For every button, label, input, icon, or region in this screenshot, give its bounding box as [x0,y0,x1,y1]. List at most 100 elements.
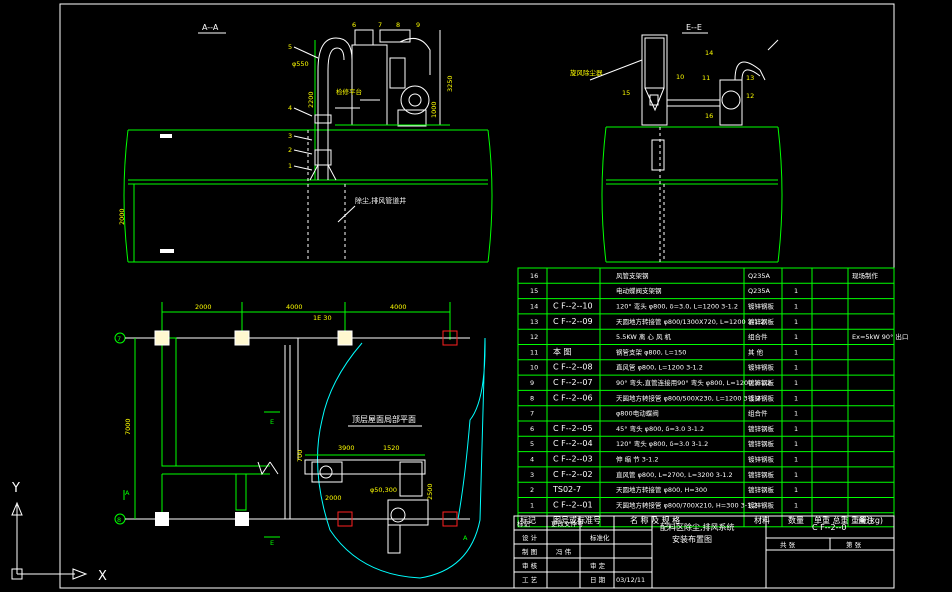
plan-view: 2000 4000 4000 1E 30 7 8 7000 E E [114,302,486,579]
dim-left: 7000 [124,418,132,435]
bom-no: 12 [530,333,538,341]
drawing-border [59,3,895,589]
bom-no: 14 [530,303,538,311]
bom-name: 120° 弯头 φ800, δ=3.0 3-1.2 [616,439,708,448]
bom-qty: 1 [794,425,798,433]
bom-drawing: 本 图 [553,346,572,356]
bom-drawing: C F--2--06 [553,393,593,402]
tb-design: 设 计 [522,533,538,542]
bom-drawing: C F--2--01 [553,500,593,509]
dim-top-3: 4000 [390,303,407,311]
bom-name: 天圆地方转接管 φ800/1300X720, L=1200 3-1.2 [616,317,764,326]
dim-height-3250: 3250 [446,75,454,92]
dim-mid-1: 3900 [338,444,355,452]
bom-name: 5.5KW 离 心 风 机 [616,332,672,341]
bom-frame [517,267,895,528]
bom-header-cell: 备注 [858,515,874,525]
aa-part-8: 8 [396,21,400,29]
tb-date-label: 日 期 [590,576,606,584]
mark-e-top: E [270,418,274,426]
bom-drawing: C F--2--07 [553,378,593,387]
bom-qty: 1 [794,440,798,448]
bom-qty: 1 [794,379,798,387]
bom-drawing: C F--2--04 [553,439,593,448]
mark-a-left: A [125,489,130,497]
ee-part-14: 14 [705,49,713,57]
bom-material: 镀锌钢板 [748,439,775,448]
dim-top-1: 2000 [195,303,212,311]
bom-name: 天圆地方转接管 φ800, H=300 [616,485,707,494]
dim-phi: φ50,300 [370,486,397,494]
ee-part-12: 12 [746,92,754,100]
bom-drawing: C F--2--05 [553,424,593,433]
bom-name: 天圆地方转接管 φ800/700X210, H=300 3-1.2 [616,500,757,509]
bom-material: 镀锌钢板 [748,500,775,509]
tb-drawn-name: 冯 伟 [556,547,572,556]
section-aa-view: A--A 2000 除尘,排风管道井 [118,21,493,263]
bom-no: 2 [530,486,534,494]
duct-shaft-label: 除尘,排风管道井 [355,196,406,205]
bom-name: 直风管 φ800, L=1200 3-1.2 [616,363,703,372]
bom-no: 7 [530,410,534,418]
bom-material: 组合件 [748,409,768,418]
mark-a-right: A [463,534,468,542]
bom-no: 5 [530,440,534,448]
bom-name: 45° 弯头 φ800, δ=3.0 3-1.2 [616,424,704,433]
axis-7: 7 [117,335,121,343]
bom-material: Q235A [748,287,771,295]
bom-name: 伸 缩 节 3-1.2 [616,455,659,464]
bom-qty: 1 [794,287,798,295]
bom-material: Q235A [748,272,771,280]
tb-drawn: 制 图 [522,547,537,556]
bom-no: 13 [530,318,538,326]
tb-process: 工 艺 [522,576,538,584]
aa-part-2: 2 [288,146,292,154]
bom-header-cell: 材料 [754,515,770,525]
bom-drawing: TS02-7 [552,485,581,494]
bom-material: 镀锌钢板 [748,302,775,311]
bom-header-cell: 单重 总重 重量(kg) [814,515,883,525]
bom-name: 钢管支架 φ800, L=150 [616,347,686,356]
aa-part-7: 7 [378,21,382,29]
section-aa-title: A--A [202,23,219,32]
section-ee-title: E--E [686,23,702,32]
bom-name: 120° 弯头 φ800, δ=3.0, L=1200 3-1.2 [616,302,738,311]
ee-part-16: 16 [705,112,713,120]
dim-height-2200: 2200 [307,91,315,108]
ee-part-13: 13 [746,74,754,82]
bom-header-cell: 数量 [788,515,804,525]
bom-qty: 1 [794,364,798,372]
bom-name: φ800电动蝶阀 [616,409,659,418]
bom-no: 6 [530,425,534,433]
bom-drawing: C F--2--10 [553,302,593,311]
bom-row: 5 C F--2--04 120° 弯头 φ800, δ=3.0 3-1.2 镀锌钢板… [530,439,798,448]
tb-title-1: 配料区除尘,排风系统 [660,522,735,532]
platform-label: 检修平台 [336,87,362,96]
ucs-x-label: X [98,569,107,584]
dim-top-2: 4000 [286,303,303,311]
bom-material: 镀锌钢板 [748,393,775,402]
bom-name: 直风管 φ800, L=2700, L=3200 3-1.2 [616,470,733,479]
bom-header-cell: 名 称 及 规 格 [630,515,680,525]
bom-qty: 1 [794,348,798,356]
dim-sub: 1E 30 [313,314,332,322]
dust-collector-label: 旋风除尘器 [570,68,603,77]
bom-no: 10 [530,364,538,372]
ee-part-11: 11 [702,74,710,82]
bom-name: 电动蝶阀支架钢 [616,286,662,295]
bom-no: 1 [530,501,534,509]
aa-part-1: 1 [288,162,292,170]
bom-no: 11 [530,348,538,356]
bom-qty: 1 [794,501,798,509]
bom-no: 16 [530,272,538,280]
